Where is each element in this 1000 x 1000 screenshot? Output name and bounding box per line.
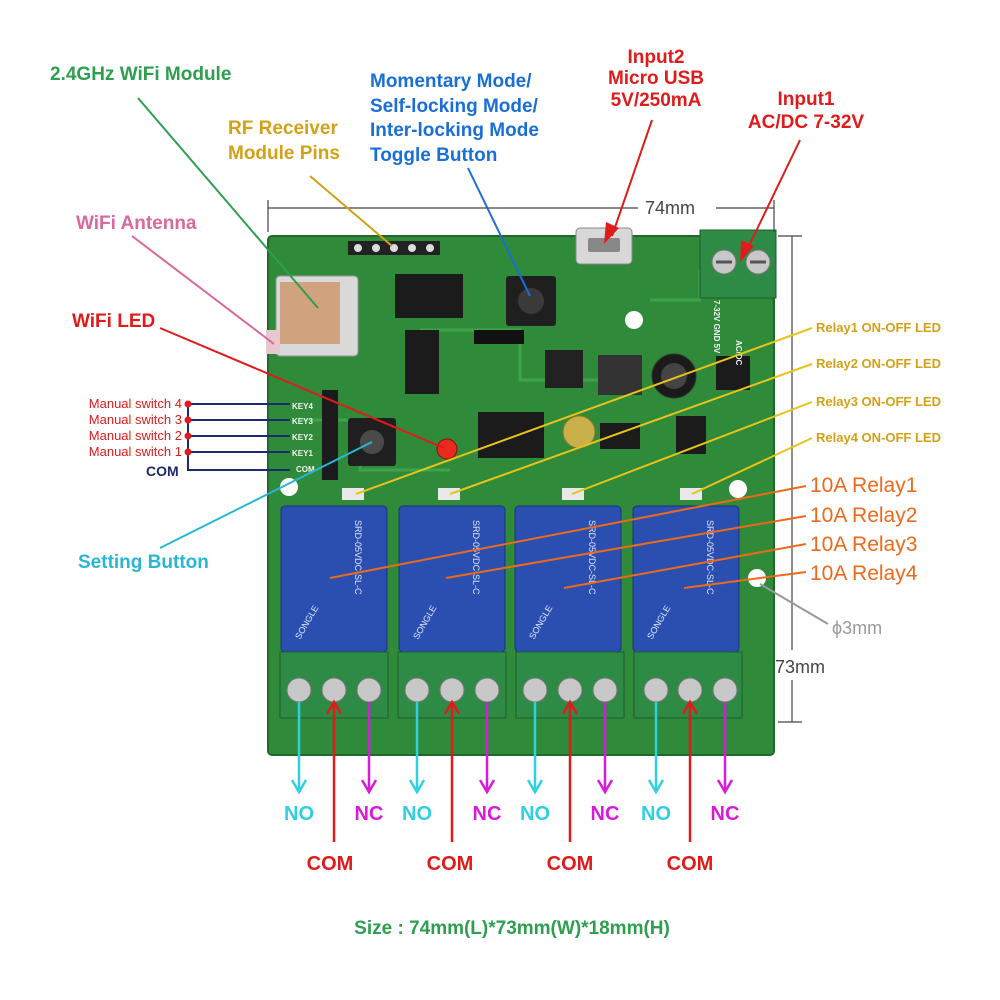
silk-com: COM [296,465,315,474]
width-dimension [267,200,775,232]
relay-model-text: SRD-05VDC-SL-C [705,520,715,595]
relay1-label: 10A Relay1 [810,474,917,497]
manual-switch-dots [184,400,192,456]
mount-hole [280,478,298,496]
micro-usb-port [575,227,633,265]
no-label: NO [402,803,432,825]
silk-key2: KEY2 [292,433,313,442]
mount-hole [729,480,747,498]
relay-1: SRD-05VDC-SL-C SONGLE [280,505,388,653]
input2-label-1: Input2 [628,47,685,68]
mode-label-1: Momentary Mode/ [370,71,532,92]
relay-4: SRD-05VDC-SL-C SONGLE [632,505,740,653]
input2-arrow [604,119,653,244]
silk-key1: KEY1 [292,449,313,458]
manual-switch-1-label: Manual switch 1 [89,444,182,459]
silk-power: 7-32V GND 5V [712,300,721,354]
wifi-module-label: 2.4GHz WiFi Module [50,64,231,85]
mode-label-2: Self-locking Mode/ [370,96,539,117]
silk-key3: KEY3 [292,417,313,426]
manual-switch-2-label: Manual switch 2 [89,428,182,443]
relay-model-text: SRD-05VDC-SL-C [471,520,481,595]
input2-label-3: 5V/250mA [611,90,702,111]
rf-pins-leader [309,175,393,247]
key-header: KEY4 KEY3 KEY2 KEY1 COM [292,390,338,480]
relay-led-leaders [355,327,813,495]
mode-label-3: Inter-locking Mode [370,120,539,141]
height-dimension [778,235,802,723]
hole-leader [759,583,829,625]
wifi-led [436,438,458,460]
nc-label: NC [473,803,502,825]
rf-receiver-label-2: Module Pins [228,143,340,164]
relays: SRD-05VDC-SL-C SONGLE SRD-05VDC-SL-C SON… [280,505,740,653]
input2-label-2: Micro USB [608,68,704,89]
relay4-led-label: Relay4 ON-OFF LED [816,430,941,445]
no-label: NO [641,803,671,825]
relay3-led-label: Relay3 ON-OFF LED [816,394,941,409]
input1-arrow [740,139,801,262]
relay-3: SRD-05VDC-SL-C SONGLE [514,505,622,653]
relay-2: SRD-05VDC-SL-C SONGLE [398,505,506,653]
width-label: 74mm [645,198,695,218]
hole-diameter-label: ϕ3mm [832,618,882,638]
height-label: 73mm [775,657,825,677]
silk-acdc: AC/DC [734,340,743,366]
relay3-label: 10A Relay3 [810,533,917,556]
nc-label: NC [591,803,620,825]
manual-switch-wires [187,403,290,471]
rf-pins [348,241,440,255]
input1-label-1: Input1 [778,89,835,110]
manual-switch-4-label: Manual switch 4 [89,396,182,411]
toggle-button [506,276,556,326]
relay4-label: 10A Relay4 [810,562,918,585]
wifi-module [266,275,359,357]
power-terminal [699,229,777,299]
relay2-label: 10A Relay2 [810,504,917,527]
mode-label-4: Toggle Button [370,145,497,166]
relay-leaders [329,485,807,589]
antenna-leader [131,235,275,345]
nc-label: NC [711,803,740,825]
terminal-labels: NO NC NO NC NO NC NO NC COM COM COM COM [284,803,739,875]
mount-hole [625,311,643,329]
manual-com-label: COM [146,463,179,479]
com-label: COM [547,853,594,875]
wifi-led-label: WiFi LED [72,311,155,332]
relay2-led-label: Relay2 ON-OFF LED [816,356,941,371]
com-label: COM [307,853,354,875]
size-caption: Size : 74mm(L)*73mm(W)*18mm(H) [354,918,670,939]
setting-button-label: Setting Button [78,552,209,573]
rf-receiver-label: RF Receiver [228,118,338,139]
wifi-module-leader [137,97,319,309]
no-label: NO [520,803,550,825]
relay-model-text: SRD-05VDC-SL-C [587,520,597,595]
input1-label-2: AC/DC 7-32V [748,112,864,133]
setting-leader [159,441,373,549]
com-label: COM [427,853,474,875]
wifi-antenna-label: WiFi Antenna [76,213,197,234]
no-label: NO [284,803,314,825]
nc-label: NC [355,803,384,825]
toggle-leader [467,167,531,297]
terminal-arrows [290,699,734,842]
silk-key4: KEY4 [292,402,313,411]
com-label: COM [667,853,714,875]
relay-model-text: SRD-05VDC-SL-C [353,520,363,595]
manual-switch-3-label: Manual switch 3 [89,412,182,427]
wifi-led-leader [159,327,445,449]
relay1-led-label: Relay1 ON-OFF LED [816,320,941,335]
